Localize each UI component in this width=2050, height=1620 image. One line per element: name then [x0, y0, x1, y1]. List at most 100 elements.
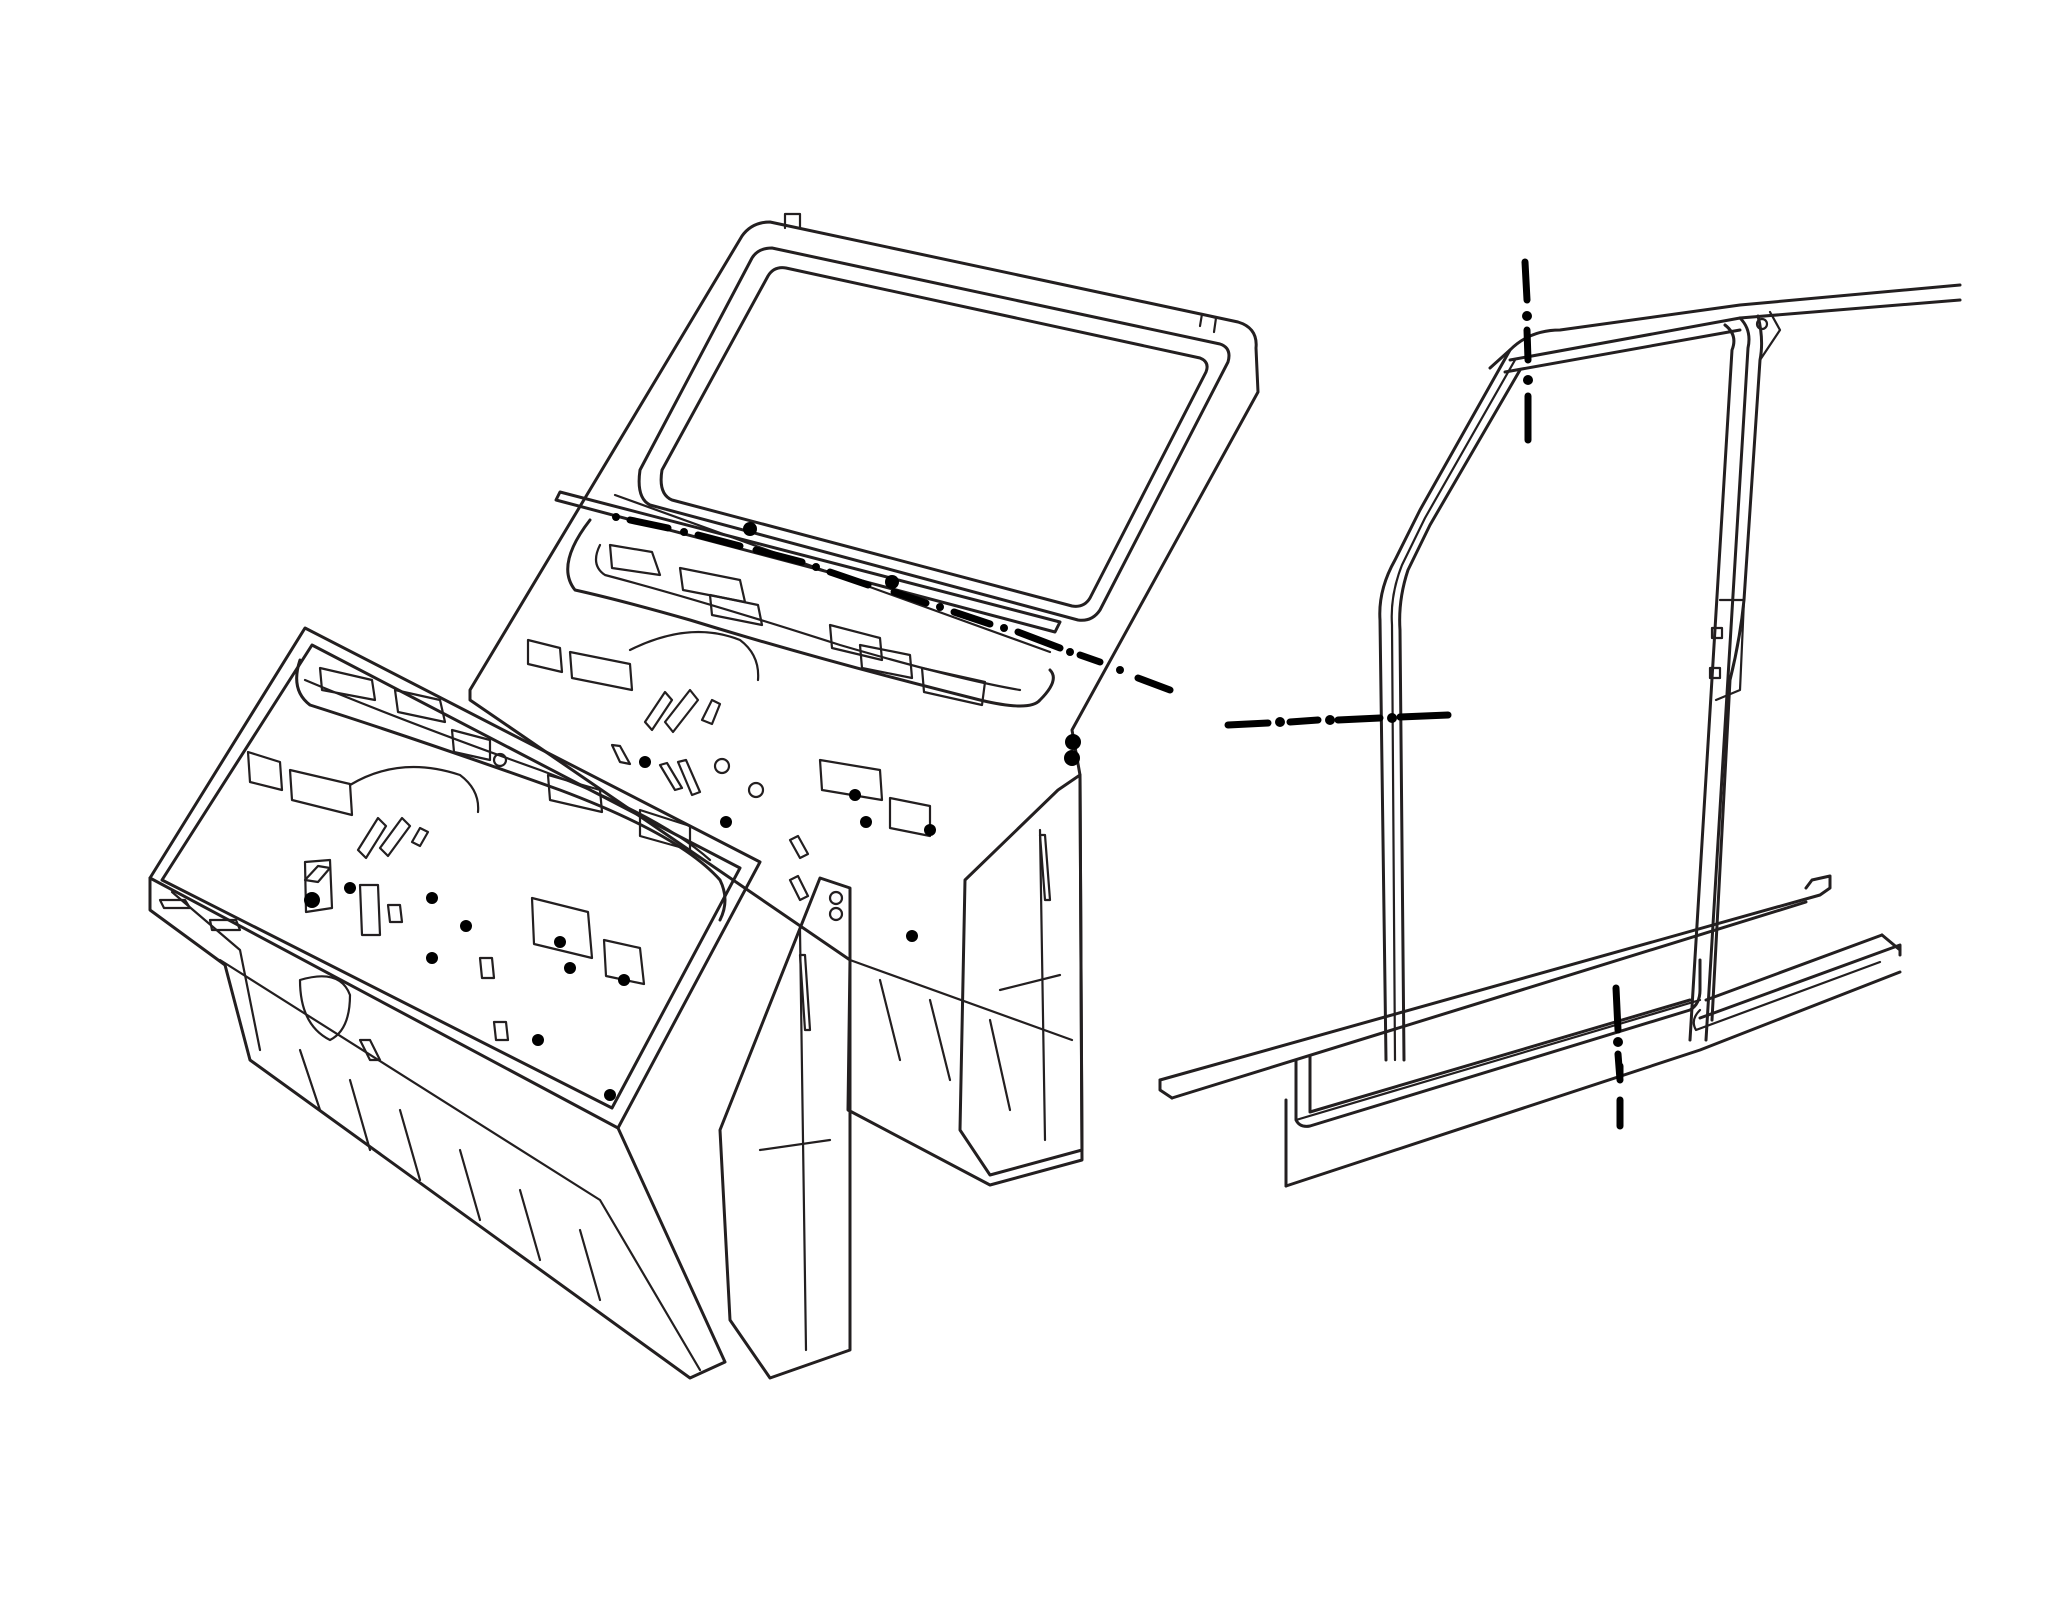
- cut-segment: [950, 608, 994, 628]
- bulkhead-cutout-2: [678, 566, 747, 604]
- b-pillar-hole: [1755, 317, 1769, 331]
- front-wing-rib-v: [798, 928, 808, 1352]
- bulkhead-slot-3: [700, 698, 722, 726]
- cut-segment: [1521, 258, 1531, 304]
- cut-segment: [1334, 714, 1384, 724]
- front-pad-4: [478, 956, 496, 980]
- cut-segment: [890, 588, 930, 607]
- weld-dot: [554, 936, 566, 948]
- roof-rail-lower: [1503, 328, 1742, 374]
- sill-inner-box: [1294, 958, 1702, 1128]
- sill-rear-top-2: [1698, 943, 1902, 1020]
- weld-dot: [1000, 624, 1008, 632]
- front-cutout-6: [246, 750, 284, 792]
- b-pillar-square-2: [1708, 666, 1722, 680]
- sill-lower: [1158, 1078, 1174, 1100]
- weld-dot: [1116, 666, 1124, 674]
- cut-segment: [1134, 674, 1174, 694]
- front-cutout-2: [393, 688, 447, 724]
- bulkhead-cutout-5: [858, 643, 914, 680]
- bulkhead-lower-cutout-1: [526, 638, 564, 674]
- cut-segment: [752, 546, 806, 566]
- front-lower-rib-1: [298, 1048, 322, 1112]
- front-cutout-3: [450, 728, 492, 762]
- bulkhead-outline: [468, 220, 1260, 1187]
- weld-dot: [1064, 750, 1080, 766]
- front-slot-3: [410, 826, 430, 848]
- sill-rear-end: [1880, 933, 1902, 952]
- cut-segment: [1014, 628, 1064, 652]
- sill-outer-top: [1158, 874, 1832, 1082]
- b-pillar-notch: [1714, 598, 1746, 702]
- front-lower-rib-6: [578, 1228, 602, 1302]
- side-wing-rib-v: [1038, 828, 1047, 1142]
- front-bulkhead-panel: [148, 626, 762, 1380]
- weld-dot: [1275, 717, 1285, 727]
- weld-dot: [1387, 713, 1397, 723]
- bulkhead-slot-7: [788, 834, 810, 860]
- front-mount-2: [208, 918, 242, 932]
- bulkhead-window-frame-outer: [637, 246, 1231, 622]
- weld-dot: [849, 789, 861, 801]
- front-lower-rib-3: [398, 1108, 422, 1182]
- front-wing-slot: [798, 953, 812, 1032]
- sill-lower-edge: [1294, 998, 1702, 1122]
- front-lower-rib-2: [348, 1078, 372, 1152]
- bulkhead-slot-6: [676, 758, 702, 797]
- weld-dot: [426, 952, 438, 964]
- front-slot-4: [303, 864, 332, 884]
- a-pillar-inner: [1398, 368, 1522, 1062]
- sill-rear-step: [1692, 960, 1882, 1032]
- front-slot-2: [378, 816, 412, 858]
- cut-segment: [626, 516, 672, 532]
- cut-segment: [1612, 984, 1622, 1034]
- bulkhead-slot-5: [658, 761, 684, 792]
- bulkhead-cutout-1: [608, 543, 662, 577]
- weld-dot: [1522, 311, 1532, 321]
- front-lower-rib-4: [458, 1148, 482, 1222]
- weld-dot: [812, 563, 820, 571]
- weld-dot: [618, 974, 630, 986]
- bulkhead-skirt-rib-3: [988, 1018, 1012, 1112]
- front-lower-box: [148, 876, 727, 1380]
- cut-segment: [694, 531, 744, 550]
- bulkhead-cutout-6: [920, 666, 987, 707]
- bulkhead-arch: [628, 630, 760, 682]
- bulkhead-lower-cutout-4: [888, 796, 932, 838]
- front-lower-rib-5: [518, 1188, 542, 1262]
- front-slot-1: [356, 816, 388, 860]
- front-pad-2: [358, 883, 382, 937]
- bulkhead-cutout-4: [828, 623, 884, 662]
- bulkhead-shroud-curve: [566, 518, 1055, 708]
- front-pad-5: [492, 1020, 510, 1042]
- front-cutout-1: [318, 666, 377, 702]
- front-block-2: [602, 938, 646, 986]
- weld-dot: [1066, 648, 1074, 656]
- weld-dot: [906, 930, 918, 942]
- side-wing-slot: [1038, 833, 1052, 902]
- front-lower-slot-1: [358, 1038, 382, 1062]
- b-pillar-square-1: [1710, 626, 1724, 640]
- sill-mid: [1170, 900, 1808, 1100]
- bulkhead-top-rail: [554, 490, 1062, 634]
- bulkhead-skirt-rib-1: [878, 978, 902, 1062]
- weld-dot: [304, 892, 320, 908]
- front-arch: [348, 765, 480, 814]
- weld-dot: [612, 513, 620, 521]
- weld-dot: [1325, 715, 1335, 725]
- sill-rear-top: [1704, 933, 1884, 1002]
- weld-dot: [1613, 1037, 1623, 1047]
- weld-dot: [460, 920, 472, 932]
- bulkhead-side-wing: [958, 773, 1084, 1177]
- bulkhead-slot-4: [610, 743, 632, 766]
- front-hole-1: [492, 752, 508, 768]
- front-cutout-7: [288, 768, 354, 817]
- front-cutout-4: [546, 773, 604, 814]
- bulkhead-hole-2: [747, 781, 765, 799]
- bulkhead-lower-cutout-2: [568, 650, 634, 692]
- cut-segment: [1286, 716, 1322, 726]
- cut-segment: [1076, 651, 1104, 666]
- weld-dot: [885, 575, 899, 589]
- weld-dot: [1523, 375, 1533, 385]
